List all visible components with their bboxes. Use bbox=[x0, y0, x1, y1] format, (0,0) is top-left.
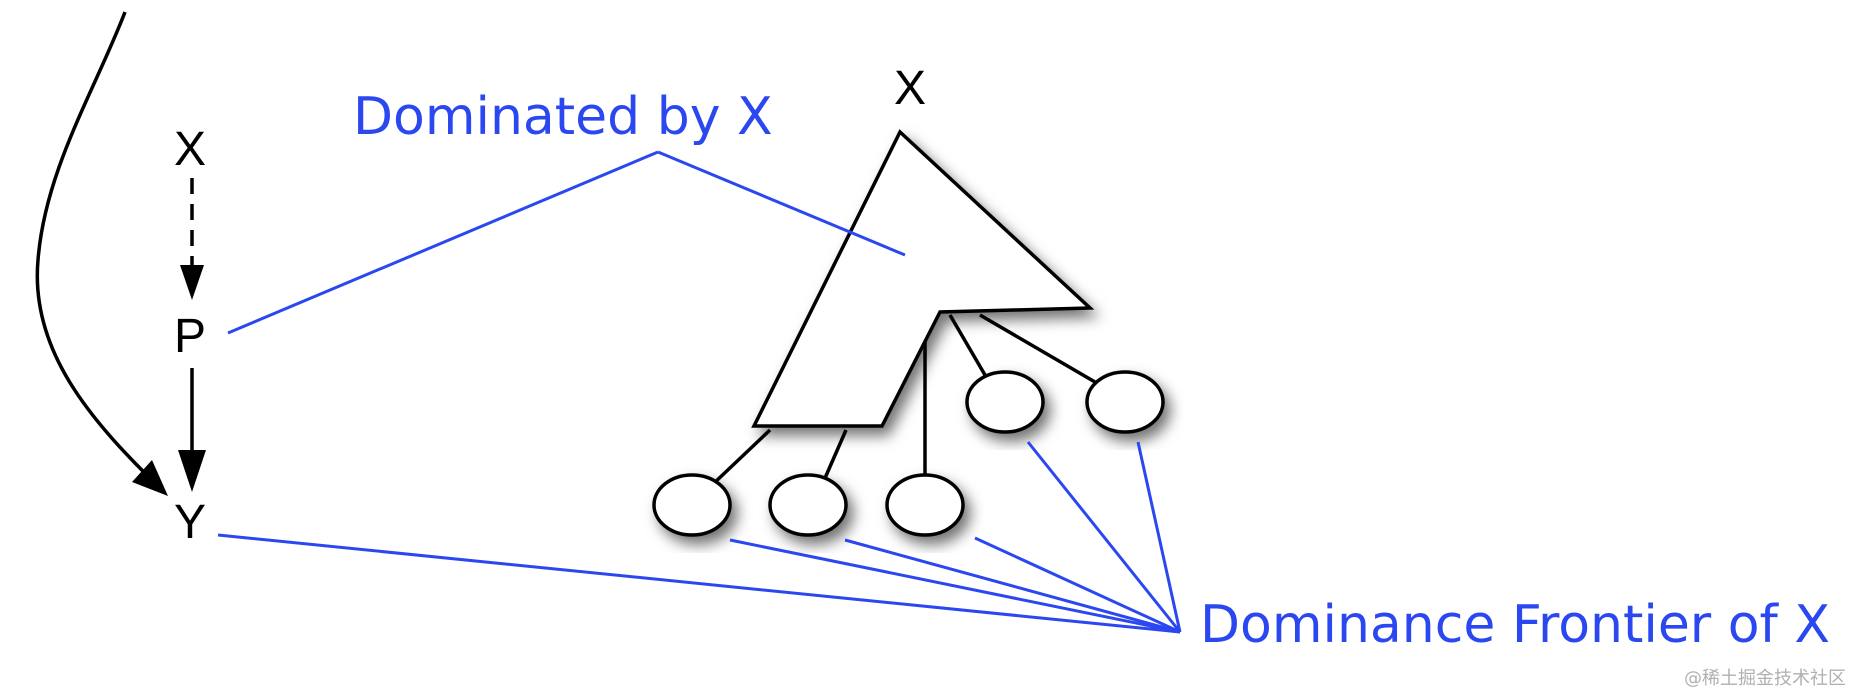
frontier-line-to-node-4 bbox=[1026, 441, 1182, 633]
frontier-node-3 bbox=[885, 473, 965, 537]
dominated-subtree-triangle bbox=[751, 129, 1095, 428]
tree-edge-2 bbox=[820, 429, 848, 486]
watermark-text: @稀土掘金技术社区 bbox=[1684, 668, 1846, 689]
frontier-line-to-node-1 bbox=[729, 538, 1181, 634]
frontier-node-4 bbox=[965, 370, 1045, 434]
cfg-node-p: P bbox=[174, 310, 206, 363]
frontier-nodes bbox=[652, 370, 1165, 537]
curved-edge-arrowhead bbox=[132, 460, 168, 496]
dominated-line-to-subtree bbox=[657, 150, 906, 257]
cfg-node-x: X bbox=[174, 123, 206, 176]
dashed-edge-arrowhead bbox=[180, 265, 204, 300]
tree-root-x: X bbox=[894, 62, 926, 115]
incoming-curved-edge bbox=[35, 11, 162, 490]
frontier-node-1 bbox=[652, 473, 732, 537]
tree-edge-4 bbox=[948, 314, 987, 376]
dominance-frontier-label: Dominance Frontier of X bbox=[1200, 595, 1830, 655]
frontier-node-5 bbox=[1085, 370, 1165, 434]
frontier-line-to-node-2 bbox=[844, 538, 1181, 634]
dominated-pointer-lines bbox=[227, 150, 906, 335]
frontier-node-2 bbox=[768, 473, 848, 537]
frontier-line-to-node-3 bbox=[974, 536, 1181, 634]
edge-p-to-y-arrowhead bbox=[178, 450, 206, 492]
dominated-by-x-label: Dominated by X bbox=[353, 87, 773, 147]
cfg-node-y: Y bbox=[174, 496, 206, 549]
dominated-line-to-p bbox=[227, 150, 659, 335]
frontier-pointer-lines bbox=[217, 441, 1182, 634]
tree-edge-5 bbox=[979, 313, 1096, 384]
frontier-line-to-node-5 bbox=[1136, 441, 1182, 633]
frontier-line-to-y bbox=[217, 533, 1181, 634]
tree-edge-1 bbox=[710, 428, 772, 487]
